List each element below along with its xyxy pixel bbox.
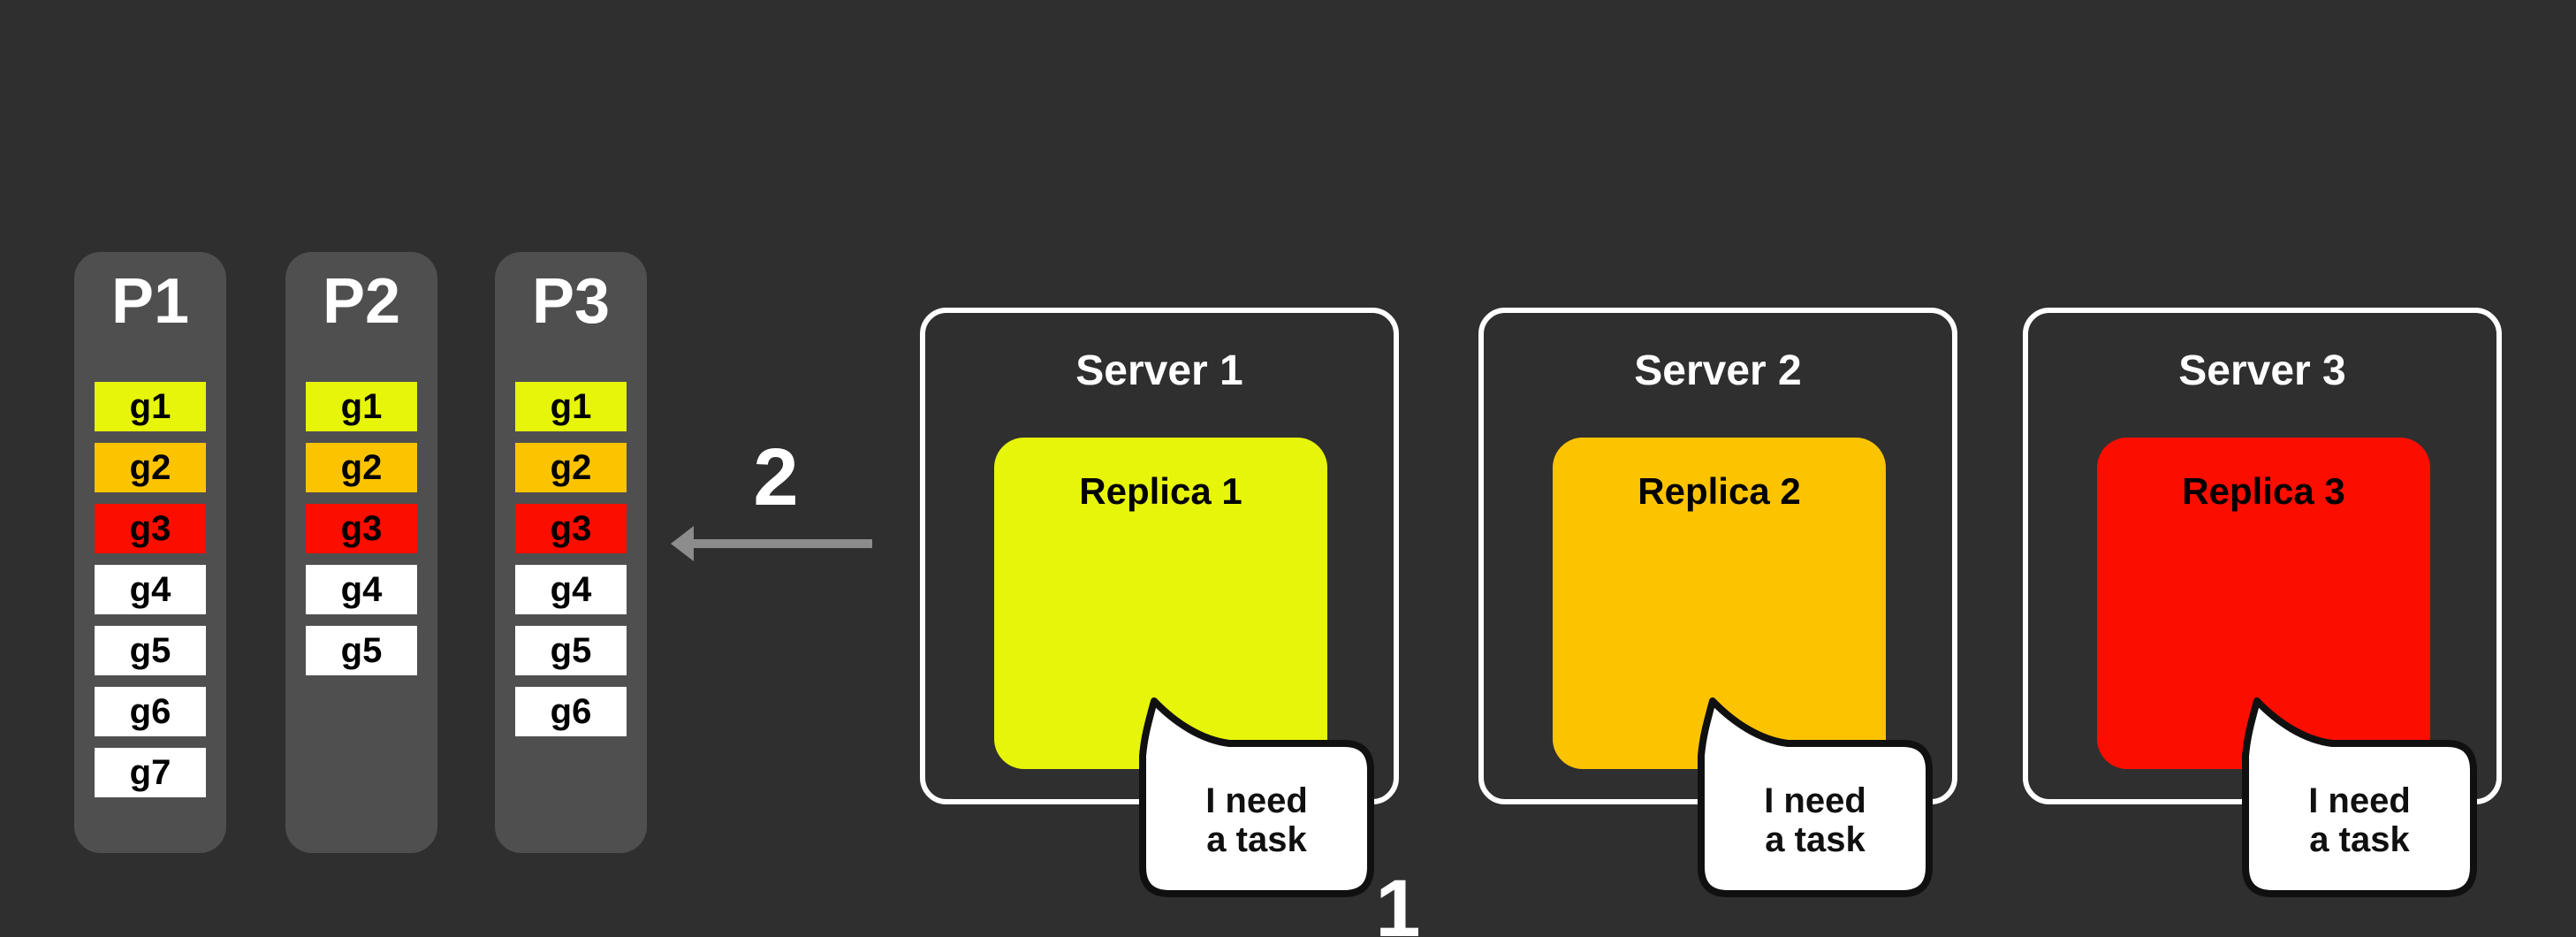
partition-p2-cells: g1 g2 g3 g4 g5 [285, 382, 437, 675]
server-3-box: Server 3 Replica 3 [2023, 308, 2502, 804]
replica-1-label: Replica 1 [1079, 470, 1242, 512]
speech-bubble-1: I need a task [1139, 697, 1374, 897]
bubble-1-text-line2: a task [1206, 820, 1307, 859]
partition-p1-label: P1 [110, 266, 190, 337]
group-cell-g1: g1 [95, 382, 206, 431]
server-2-label: Server 2 [1634, 347, 1802, 394]
partition-p1: P1 g1 g2 g3 g4 g5 g6 g7 [74, 252, 226, 853]
group-cell-g5: g5 [515, 626, 627, 675]
group-cell-g3: g3 [515, 504, 627, 553]
group-cell-g3: g3 [95, 504, 206, 553]
server-3-label: Server 3 [2178, 347, 2346, 394]
server-1-label: Server 1 [1075, 347, 1243, 394]
group-cell-g4: g4 [95, 565, 206, 614]
group-cell-g2: g2 [306, 443, 417, 492]
bubble-3-text-line2: a task [2309, 820, 2410, 859]
partition-p2: P2 g1 g2 g3 g4 g5 [285, 252, 437, 853]
group-cell-g7: g7 [95, 748, 206, 797]
replica-3-box: Replica 3 [2097, 438, 2430, 769]
group-cell-g2: g2 [515, 443, 627, 492]
partition-p2-label: P2 [322, 266, 401, 337]
server-1-box: Server 1 Replica 1 [920, 308, 1399, 804]
group-cell-g1: g1 [515, 382, 627, 431]
partition-p3: P3 g1 g2 g3 g4 g5 g6 [495, 252, 647, 853]
group-cell-g1: g1 [306, 382, 417, 431]
speech-bubble-2: I need a task [1698, 697, 1933, 897]
replica-1-box: Replica 1 [994, 438, 1327, 769]
partition-p3-label: P3 [531, 266, 611, 337]
replica-2-label: Replica 2 [1638, 470, 1801, 512]
group-cell-g6: g6 [95, 687, 206, 736]
group-cell-g5: g5 [95, 626, 206, 675]
bubble-1-text-line1: I need [1205, 781, 1308, 820]
partition-p3-cells: g1 g2 g3 g4 g5 g6 [495, 382, 647, 736]
bubble-2-text-line2: a task [1765, 820, 1866, 859]
group-cell-g6: g6 [515, 687, 627, 736]
replica-3-label: Replica 3 [2182, 470, 2345, 512]
partition-p1-cells: g1 g2 g3 g4 g5 g6 g7 [74, 382, 226, 797]
bubble-2-text-line1: I need [1764, 781, 1866, 820]
bubble-3-text-line1: I need [2308, 781, 2411, 820]
arrow-head [671, 526, 694, 561]
arrow-left-icon [671, 526, 872, 561]
speech-bubble-shape [1698, 697, 1933, 897]
speech-bubble-3: I need a task [2242, 697, 2477, 897]
step-1-label: 1 [1375, 864, 1421, 937]
group-cell-g4: g4 [515, 565, 627, 614]
group-cell-g5: g5 [306, 626, 417, 675]
group-cell-g2: g2 [95, 443, 206, 492]
step-2-label: 2 [753, 432, 799, 522]
speech-bubble-shape [1139, 697, 1374, 897]
speech-bubble-shape [2242, 697, 2477, 897]
group-cell-g3: g3 [306, 504, 417, 553]
group-cell-g4: g4 [306, 565, 417, 614]
